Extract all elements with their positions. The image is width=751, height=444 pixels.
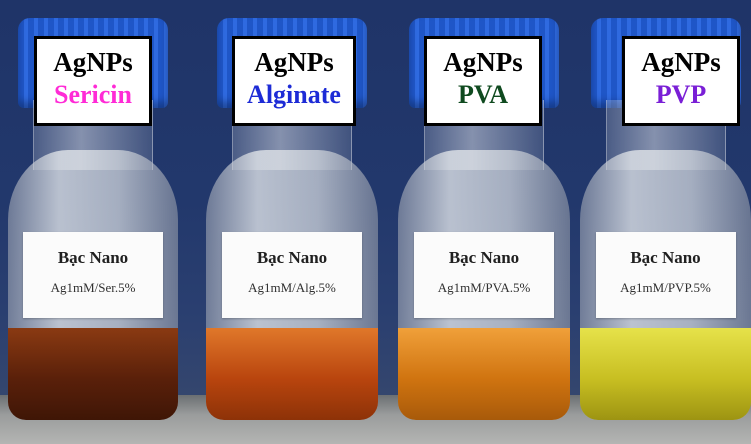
tag-material: Alginate bbox=[247, 80, 341, 109]
liquid bbox=[398, 328, 570, 420]
bottle-glass: Bạc Nano Ag1mM/PVA.5% bbox=[398, 150, 570, 420]
liquid bbox=[206, 328, 378, 420]
liquid bbox=[8, 328, 178, 420]
liquid bbox=[580, 328, 751, 420]
bottle-sericin: Bạc Nano Ag1mM/Ser.5% bbox=[8, 0, 178, 444]
tag-title: AgNPs bbox=[641, 47, 721, 77]
sticker-title: Bạc Nano bbox=[256, 248, 328, 267]
bottle-sticker: Bạc Nano Ag1mM/Ser.5% bbox=[23, 232, 163, 318]
bottle-pvp: Bạc Nano Ag1mM/PVP.5% bbox=[580, 0, 751, 444]
sticker-title: Bạc Nano bbox=[57, 248, 129, 267]
bottle-glass: Bạc Nano Ag1mM/PVP.5% bbox=[580, 150, 751, 420]
tag-alginate: AgNPs Alginate bbox=[232, 36, 356, 126]
tag-sericin: AgNPs Sericin bbox=[34, 36, 152, 126]
bottle-sticker: Bạc Nano Ag1mM/PVP.5% bbox=[595, 232, 736, 318]
tag-title: AgNPs bbox=[443, 47, 523, 77]
bottle-sticker: Bạc Nano Ag1mM/PVA.5% bbox=[414, 232, 554, 318]
sticker-code: Ag1mM/Ser.5% bbox=[50, 280, 136, 295]
sticker-code: Ag1mM/PVA.5% bbox=[437, 280, 531, 295]
bottle-pva: Bạc Nano Ag1mM/PVA.5% bbox=[398, 0, 570, 444]
sticker-title: Bạc Nano bbox=[630, 248, 701, 267]
tag-material: PVP bbox=[655, 80, 707, 109]
sticker-code: Ag1mM/Alg.5% bbox=[248, 280, 336, 295]
bottle-glass: Bạc Nano Ag1mM/Alg.5% bbox=[206, 150, 378, 420]
sticker-title: Bạc Nano bbox=[448, 248, 520, 267]
tag-pva: AgNPs PVA bbox=[424, 36, 542, 126]
tag-material: PVA bbox=[457, 80, 509, 109]
bottle-sticker: Bạc Nano Ag1mM/Alg.5% bbox=[222, 232, 362, 318]
tag-title: AgNPs bbox=[254, 47, 334, 77]
sticker-code: Ag1mM/PVP.5% bbox=[620, 280, 711, 295]
tag-pvp: AgNPs PVP bbox=[622, 36, 740, 126]
tag-material: Sericin bbox=[54, 80, 132, 109]
bottle-glass: Bạc Nano Ag1mM/Ser.5% bbox=[8, 150, 178, 420]
tag-title: AgNPs bbox=[53, 47, 133, 77]
